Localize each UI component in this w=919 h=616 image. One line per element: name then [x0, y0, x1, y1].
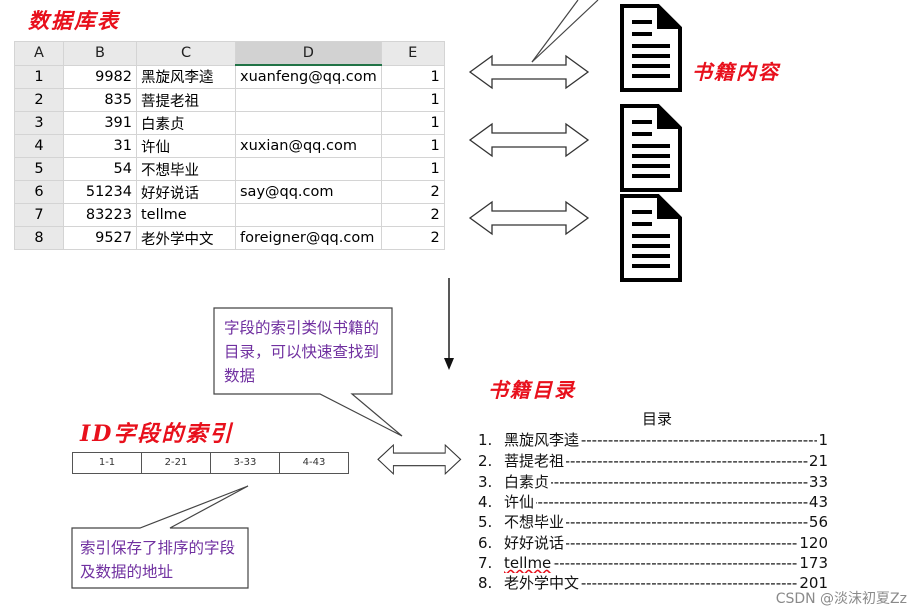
toc-number: 7. [478, 554, 493, 572]
toc-label: 不想毕业 [504, 513, 565, 531]
table-row: 1 9982 黑旋风李逵 xuanfeng@qq.com 1 [14, 64, 445, 89]
cell[interactable]: 黑旋风李逵 [136, 64, 236, 89]
table-row: 7 83223 tellme 2 [14, 203, 445, 227]
toc-label: tellme [504, 554, 552, 572]
toc-number: 5. [478, 513, 493, 531]
toc-entry[interactable]: ----------------------------------------… [478, 430, 828, 450]
toc-page: 1 [817, 430, 828, 450]
index-cell: 2-21 [141, 452, 211, 474]
cell[interactable]: 835 [63, 88, 137, 112]
toc-number: 1. [478, 431, 493, 449]
toc-entry[interactable]: ----------------------------------------… [478, 512, 828, 532]
toc-label: 好好说话 [504, 534, 565, 552]
toc-label: 黑旋风李逵 [504, 431, 580, 449]
toc-entry[interactable]: ----------------------------------------… [478, 492, 828, 512]
double-arrow-icon [377, 444, 462, 475]
cell[interactable]: 3 [14, 111, 64, 135]
double-arrow-icon [469, 55, 589, 89]
toc-entry[interactable]: ----------------------------------------… [478, 573, 828, 593]
toc-entry[interactable]: ----------------------------------------… [478, 451, 828, 471]
callout-line [531, 0, 579, 63]
spreadsheet-table: A B C D E 1 9982 黑旋风李逵 xuanfeng@qq.com 1… [14, 41, 445, 250]
callout-bubble [71, 485, 249, 589]
cell[interactable]: xuanfeng@qq.com [235, 64, 382, 89]
toc-page: 43 [807, 492, 828, 512]
callout-line [531, 0, 599, 63]
toc-label: 许仙 [504, 493, 535, 511]
callout-bubble [213, 307, 403, 437]
toc-number: 3. [478, 473, 493, 491]
cell[interactable]: foreigner@qq.com [235, 226, 382, 250]
document-icon [620, 104, 682, 192]
cell[interactable]: 4 [14, 134, 64, 158]
toc-number: 4. [478, 493, 493, 511]
index-cell: 4-43 [279, 452, 349, 474]
cell[interactable]: 老外学中文 [136, 226, 236, 250]
toc-page: 173 [798, 553, 828, 573]
cell[interactable]: 1 [14, 64, 64, 89]
double-arrow-icon [469, 123, 589, 157]
toc-page: 120 [798, 533, 828, 553]
cell[interactable]: 2 [380, 180, 445, 204]
toc-page: 201 [798, 573, 828, 593]
table-row: 4 31 许仙 xuxian@qq.com 1 [14, 134, 445, 158]
cell[interactable]: 2 [380, 203, 445, 227]
cell[interactable]: 391 [63, 111, 137, 135]
toc-page: 56 [807, 512, 828, 532]
db-table-title: 数据库表 [28, 8, 120, 33]
toc-number: 2. [478, 452, 493, 470]
toc-label: 菩提老祖 [504, 452, 565, 470]
double-arrow-icon [469, 201, 589, 235]
cell[interactable]: 不想毕业 [136, 157, 236, 181]
toc-label: 老外学中文 [504, 574, 580, 592]
cell[interactable]: 菩提老祖 [136, 88, 236, 112]
cell[interactable]: 2 [380, 226, 445, 250]
index-cell: 3-33 [210, 452, 280, 474]
document-icon [620, 4, 682, 92]
cell[interactable]: say@qq.com [235, 180, 382, 204]
column-header[interactable]: D [235, 41, 382, 66]
toc-label: 白素贞 [504, 473, 550, 491]
toc-heading: 目录 [642, 410, 673, 428]
cell[interactable]: 5 [14, 157, 64, 181]
toc-page: 21 [807, 451, 828, 471]
table-row: 6 51234 好好说话 say@qq.com 2 [14, 180, 445, 204]
column-header[interactable]: A [14, 41, 64, 66]
document-icon [620, 194, 682, 282]
toc-number: 8. [478, 574, 493, 592]
cell[interactable]: xuxian@qq.com [235, 134, 382, 158]
column-header[interactable]: E [380, 41, 445, 66]
table-row: 8 9527 老外学中文 foreigner@qq.com 2 [14, 226, 445, 250]
cell[interactable]: 1 [380, 64, 445, 89]
sheet-header-row: A B C D E [14, 41, 445, 66]
toc-number: 6. [478, 534, 493, 552]
callout-top-text: 字段的索引类似书籍的目录，可以快速查找到数据 [224, 319, 380, 385]
column-header[interactable]: C [136, 41, 236, 66]
cell[interactable]: 2 [14, 88, 64, 112]
book-content-title: 书籍内容 [692, 60, 780, 84]
book-toc-title: 书籍目录 [488, 378, 576, 402]
callout-bottom-text: 索引保存了排序的字段及数据的地址 [80, 539, 236, 581]
watermark: CSDN @淡沫初夏Zz [775, 591, 907, 607]
cell[interactable]: 白素贞 [136, 111, 236, 135]
cell[interactable] [235, 203, 382, 227]
toc-entry[interactable]: ----------------------------------------… [478, 472, 828, 492]
index-title: ID字段的索引 [80, 421, 234, 447]
toc-entry[interactable]: ----------------------------------------… [478, 533, 828, 553]
column-header[interactable]: B [63, 41, 137, 66]
toc-page: 33 [807, 472, 828, 492]
toc-entry[interactable]: ----------------------------------------… [478, 553, 828, 573]
index-cell: 1-1 [72, 452, 142, 474]
